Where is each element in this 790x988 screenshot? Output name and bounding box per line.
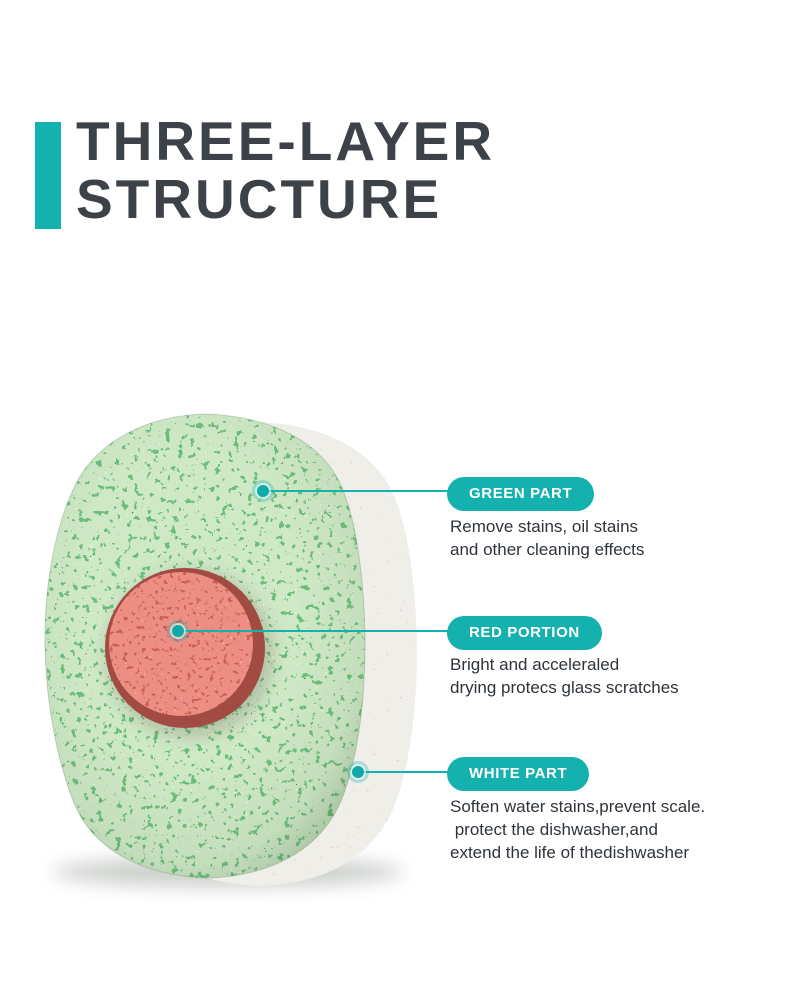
tablet-illustration [44, 413, 418, 887]
description-line: drying protecs glass scratches [450, 678, 679, 697]
description-line: Remove stains, oil stains [450, 517, 639, 536]
product-figure [28, 398, 440, 890]
callout-dot-white [347, 761, 369, 783]
description-red-portion: Bright and acceleraled drying protecs gl… [450, 653, 679, 699]
title-line-2: STRUCTURE [76, 168, 443, 230]
page-title: THREE-LAYER STRUCTURE [76, 112, 495, 228]
description-line: Soften water stains,prevent scale. [450, 797, 706, 816]
description-line: protect the dishwasher,and [450, 820, 658, 839]
callout-line-white [358, 771, 453, 773]
callout-dot-red [167, 620, 189, 642]
title-line-1: THREE-LAYER [76, 110, 496, 172]
callout-line-red [178, 630, 453, 632]
description-line: and other cleaning effects [450, 540, 645, 559]
description-green-part: Remove stains, oil stains and other clea… [450, 515, 644, 561]
label-red-portion: RED PORTION [447, 616, 602, 650]
label-white-part: WHITE PART [447, 757, 590, 791]
callout-line-green [263, 490, 453, 492]
description-white-part: Soften water stains,prevent scale. prote… [450, 795, 705, 864]
description-line: extend the life of thedishwasher [450, 843, 690, 862]
description-line: Bright and acceleraled [450, 655, 620, 674]
label-green-part: GREEN PART [447, 477, 595, 511]
tablet-red-center [105, 568, 270, 734]
title-accent-bar [35, 122, 61, 229]
callout-dot-green [252, 480, 274, 502]
